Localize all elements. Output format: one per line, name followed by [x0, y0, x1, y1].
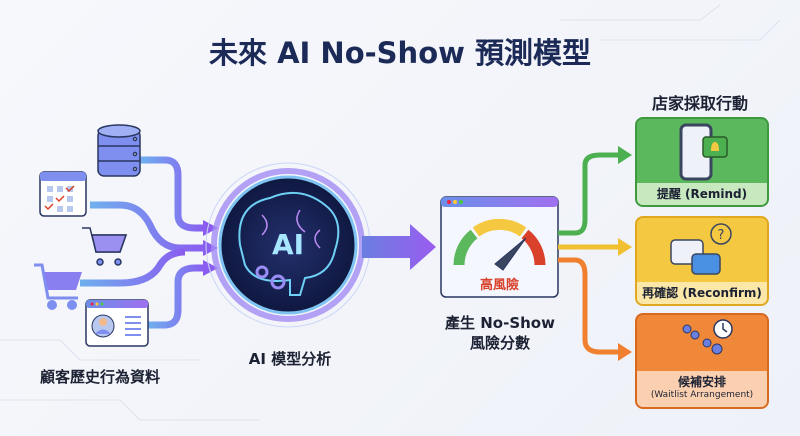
action-sublabel: (Waitlist Arrangement) — [650, 390, 754, 400]
customer-profile-icon — [85, 299, 149, 347]
inputs-label: 顧客歷史行為資料 — [39, 368, 160, 386]
shopping-cart-icon — [34, 263, 82, 310]
arrowhead-icon — [618, 343, 632, 361]
arrowhead-icon — [618, 146, 632, 164]
shopping-cart-icon — [82, 227, 128, 266]
score-label: 產生 No-Show 風險分數 — [430, 313, 570, 353]
page-title: 未來 AI No-Show 預測模型 — [209, 36, 591, 70]
chat-question-icon: ? — [670, 223, 732, 275]
waitlist-people-clock-icon — [682, 319, 733, 355]
action-card-reconfirm: ? 再確認 (Reconfirm) — [635, 216, 769, 306]
calendar-icon — [39, 171, 87, 217]
ai-badge: AI — [271, 228, 305, 261]
arrowhead-icon — [618, 238, 632, 256]
svg-text:?: ? — [718, 228, 725, 243]
gear-icon — [255, 265, 286, 290]
action-label-group: 候補安排 (Waitlist Arrangement) — [637, 371, 767, 407]
big-arrow-icon — [362, 224, 436, 270]
circuit-decoration — [0, 4, 781, 421]
score-label-line2: 風險分數 — [469, 334, 530, 352]
gauge-icon — [453, 218, 546, 266]
output-flow-lines — [558, 152, 620, 355]
actions-header: 店家採取行動 — [651, 94, 748, 113]
arrowhead-icon — [203, 260, 218, 276]
phone-bell-icon — [679, 123, 728, 181]
action-card-waitlist: 候補安排 (Waitlist Arrangement) — [635, 313, 769, 409]
ai-brain-icon — [205, 162, 371, 328]
action-card-remind: 提醒 (Remind) — [635, 117, 769, 207]
score-label-line1: 產生 No-Show — [445, 314, 555, 332]
model-label: AI 模型分析 — [248, 350, 332, 368]
action-label: 再確認 (Reconfirm) — [637, 282, 767, 304]
action-label: 候補安排 — [677, 375, 726, 389]
gauge-label: 高風險 — [479, 278, 519, 293]
input-flow-lines — [80, 156, 205, 329]
database-icon — [97, 124, 141, 177]
action-label: 提醒 (Remind) — [637, 183, 767, 205]
gauge-needle-icon — [494, 237, 527, 271]
risk-score-window — [440, 196, 559, 298]
